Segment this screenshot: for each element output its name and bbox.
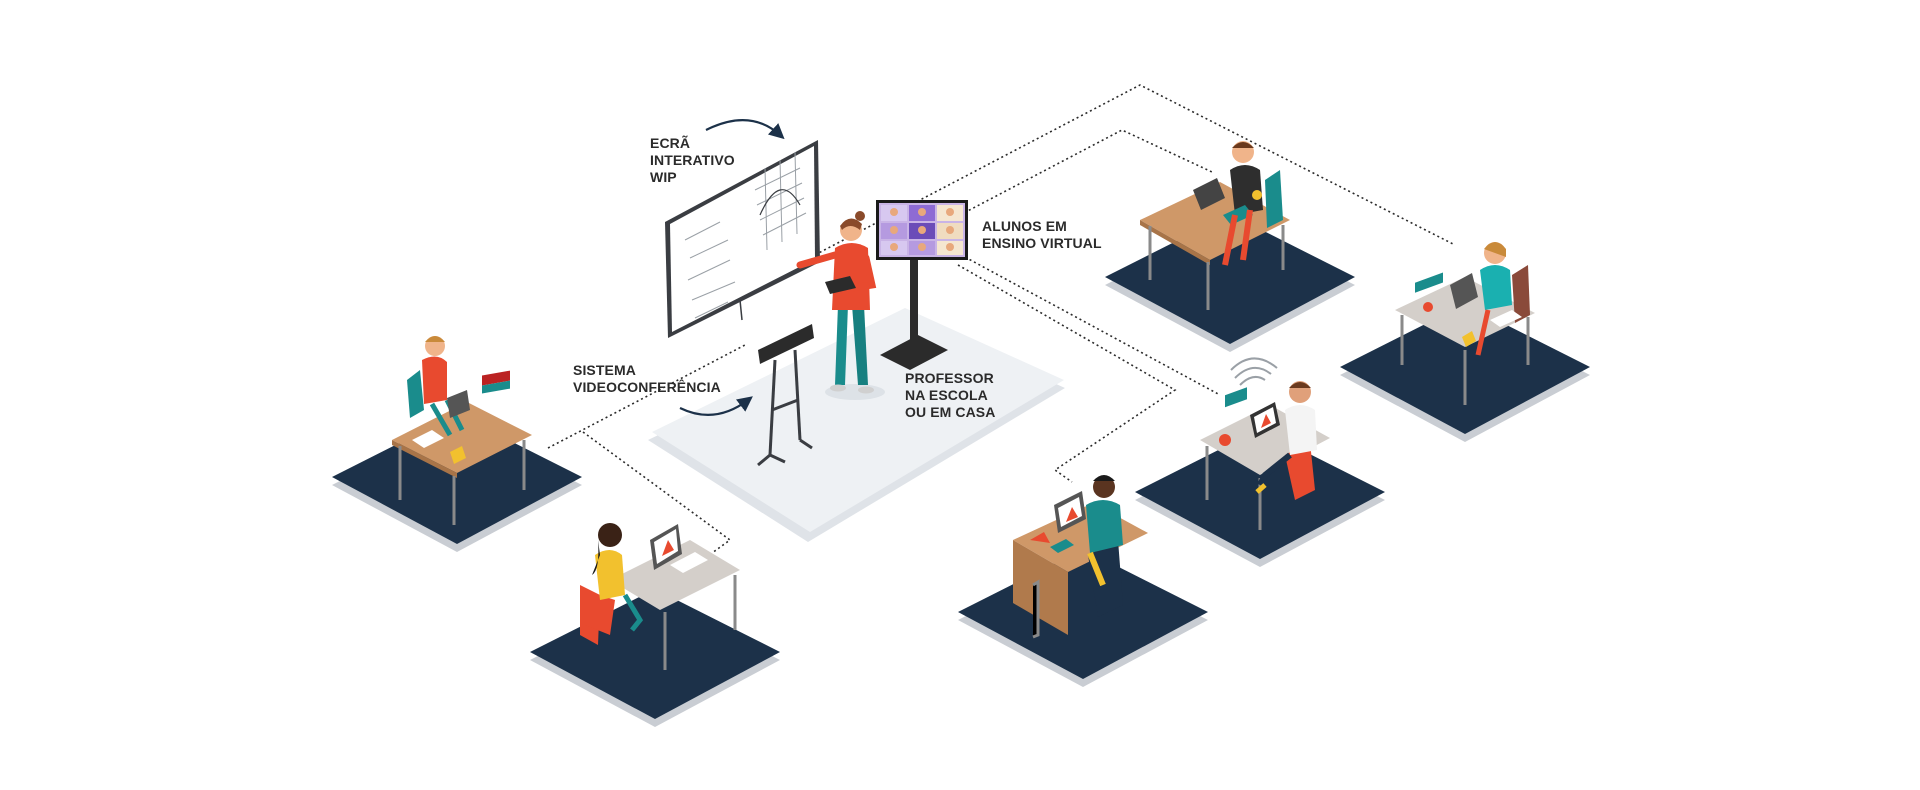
label-teacher-location: PROFESSOR NA ESCOLA OU EM CASA — [905, 370, 995, 421]
connection-line-mid-right — [957, 264, 1177, 483]
teacher-figure-icon — [796, 211, 885, 400]
student-at-desk-icon — [530, 523, 780, 727]
student-at-desk-icon — [1135, 357, 1385, 567]
connection-line-left-bottom — [582, 431, 732, 554]
label-videoconference-system: SISTEMA VIDEOCONFERÊNCIA — [573, 362, 721, 396]
student-at-desk-icon — [958, 475, 1208, 687]
camera-stand-icon — [757, 324, 814, 467]
label-virtual-students-line-2: ENSINO VIRTUAL — [982, 235, 1102, 251]
label-teacher-line-1: PROFESSOR — [905, 370, 994, 386]
label-interactive-screen: ECRÃ INTERATIVO WIP — [650, 135, 735, 186]
label-interactive-screen-line-3: WIP — [650, 169, 677, 185]
label-videoconference-line-2: VIDEOCONFERÊNCIA — [573, 379, 721, 395]
connection-line-left-top — [547, 344, 746, 449]
label-teacher-line-3: OU EM CASA — [905, 404, 996, 420]
label-virtual-students: ALUNOS EM ENSINO VIRTUAL — [982, 218, 1102, 252]
student-at-desk-icon — [1105, 141, 1355, 352]
connection-line-far-right — [951, 249, 1221, 396]
teacher-stage — [648, 308, 1065, 542]
label-videoconference-line-1: SISTEMA — [573, 362, 636, 378]
connection-line-top-near — [959, 129, 1213, 216]
student-at-desk-icon — [1340, 242, 1590, 442]
label-interactive-screen-line-1: ECRÃ — [650, 135, 691, 151]
wifi-signal-icon — [1230, 357, 1278, 386]
curved-arrow-icon — [679, 119, 785, 416]
label-teacher-line-2: NA ESCOLA — [905, 387, 988, 403]
student-at-desk-icon — [332, 336, 582, 552]
label-interactive-screen-line-2: INTERATIVO — [650, 152, 735, 168]
label-virtual-students-line-1: ALUNOS EM — [982, 218, 1067, 234]
interactive-whiteboard-icon — [665, 140, 820, 338]
video-conference-screen-icon — [876, 200, 968, 370]
